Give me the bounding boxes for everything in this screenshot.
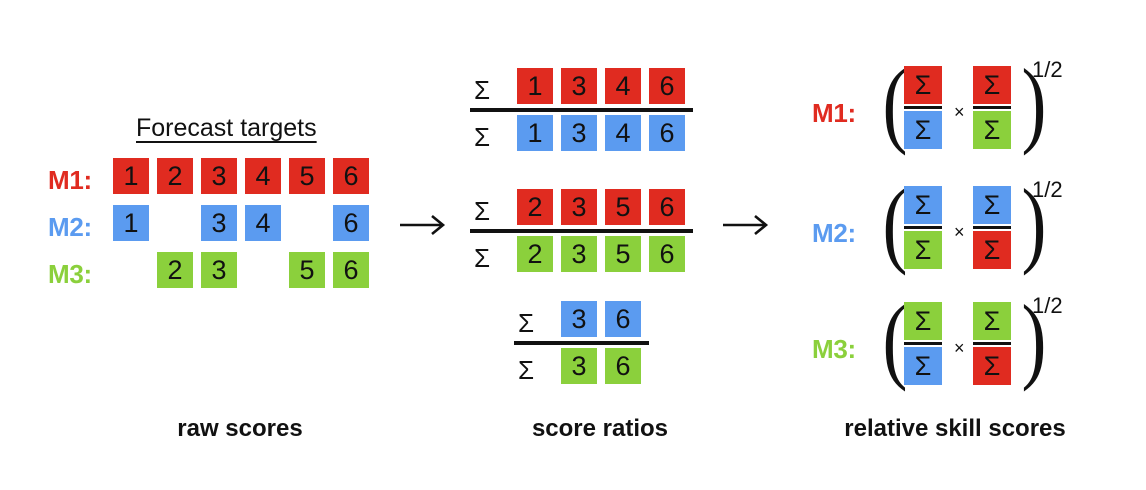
skill-m2-term1-denominator: Σ: [904, 231, 942, 269]
ratio-f3-den-2: 6: [605, 348, 641, 384]
ratio-f2-num-3: 5: [605, 189, 641, 225]
raw-cell-m1-3: 3: [201, 158, 237, 194]
caption-raw-scores: raw scores: [177, 415, 303, 442]
skill-m1-term2-bar: [973, 106, 1011, 109]
ratio-f1-num-1: 1: [517, 68, 553, 104]
arrow-right-icon-2: [722, 213, 770, 237]
ratio-f2-den-3: 5: [605, 236, 641, 272]
open-paren-m2: (: [882, 169, 908, 276]
skill-m2-term2-numerator: Σ: [973, 186, 1011, 224]
raw-cell-m2-4: 4: [245, 205, 281, 241]
row-label-m1: M1:: [48, 165, 92, 195]
sigma-f2-numerator: Σ: [474, 196, 491, 226]
sigma-f3-denominator: Σ: [518, 355, 535, 385]
raw-cell-m3-6: 6: [333, 252, 369, 288]
multiply-sign-m2: ×: [954, 222, 965, 242]
close-paren-m3: ): [1021, 285, 1047, 392]
raw-cell-m3-4: [245, 252, 281, 288]
skill-m3-term2-denominator: Σ: [973, 347, 1011, 385]
ratio-f2-num-1: 2: [517, 189, 553, 225]
ratio-f1-den-1: 1: [517, 115, 553, 151]
forecast-targets-heading: Forecast targets: [136, 114, 317, 142]
raw-cell-m2-1: 1: [113, 205, 149, 241]
close-paren-m2: ): [1021, 169, 1047, 276]
skill-m2-term2-bar: [973, 226, 1011, 229]
raw-cell-m2-5: [289, 205, 325, 241]
ratio-f1-num-2: 3: [561, 68, 597, 104]
arrow-right-icon-1: [399, 213, 447, 237]
raw-cell-m1-2: 2: [157, 158, 193, 194]
skill-m1-term2-denominator: Σ: [973, 111, 1011, 149]
ratio-f1-den-4: 6: [649, 115, 685, 151]
row-label-m2: M2:: [48, 212, 92, 242]
exponent-m1: 1/2: [1032, 57, 1063, 82]
row-label-m3: M3:: [48, 259, 92, 289]
skill-m2-term2-denominator: Σ: [973, 231, 1011, 269]
skill-m3-term1-bar: [904, 342, 942, 345]
raw-cell-m1-6: 6: [333, 158, 369, 194]
sigma-f2-denominator: Σ: [474, 243, 491, 273]
exponent-m2: 1/2: [1032, 177, 1063, 202]
skill-m3-term1-denominator: Σ: [904, 347, 942, 385]
raw-cell-m1-5: 5: [289, 158, 325, 194]
multiply-sign-m3: ×: [954, 338, 965, 358]
ratio-f3-num-1: 3: [561, 301, 597, 337]
raw-cell-m2-2: [157, 205, 193, 241]
skill-label-m1: M1:: [812, 98, 856, 128]
exponent-m3: 1/2: [1032, 293, 1063, 318]
caption-score-ratios: score ratios: [531, 415, 669, 442]
fraction-bar-1: [470, 108, 693, 112]
ratio-f1-num-4: 6: [649, 68, 685, 104]
raw-cell-m2-3: 3: [201, 205, 237, 241]
skill-label-m2: M2:: [812, 218, 856, 248]
ratio-f1-num-3: 4: [605, 68, 641, 104]
skill-m2-term1-numerator: Σ: [904, 186, 942, 224]
raw-cell-m3-2: 2: [157, 252, 193, 288]
skill-m1-term1-numerator: Σ: [904, 66, 942, 104]
open-paren-m1: (: [882, 49, 908, 156]
multiply-sign-m1: ×: [954, 102, 965, 122]
sigma-f1-numerator: Σ: [474, 75, 491, 105]
skill-m3-term1-numerator: Σ: [904, 302, 942, 340]
raw-cell-m3-5: 5: [289, 252, 325, 288]
ratio-f1-den-2: 3: [561, 115, 597, 151]
ratio-f3-num-2: 6: [605, 301, 641, 337]
skill-m1-term2-numerator: Σ: [973, 66, 1011, 104]
ratio-f2-den-1: 2: [517, 236, 553, 272]
raw-cell-m3-3: 3: [201, 252, 237, 288]
skill-m2-term1-bar: [904, 226, 942, 229]
skill-m1-term1-bar: [904, 106, 942, 109]
ratio-f2-num-2: 3: [561, 189, 597, 225]
raw-cell-m3-1: [113, 252, 149, 288]
raw-cell-m1-4: 4: [245, 158, 281, 194]
caption-relative-skill-scores: relative skill scores: [844, 415, 1066, 442]
sigma-f3-numerator: Σ: [518, 308, 535, 338]
skill-m3-term2-numerator: Σ: [973, 302, 1011, 340]
open-paren-m3: (: [882, 285, 908, 392]
fraction-bar-2: [470, 229, 693, 233]
ratio-f2-den-2: 3: [561, 236, 597, 272]
fraction-bar-3: [514, 341, 649, 345]
skill-m1-term1-denominator: Σ: [904, 111, 942, 149]
close-paren-m1: ): [1021, 49, 1047, 156]
ratio-f1-den-3: 4: [605, 115, 641, 151]
skill-m3-term2-bar: [973, 342, 1011, 345]
raw-cell-m2-6: 6: [333, 205, 369, 241]
ratio-f3-den-1: 3: [561, 348, 597, 384]
ratio-f2-den-4: 6: [649, 236, 685, 272]
ratio-f2-num-4: 6: [649, 189, 685, 225]
skill-label-m3: M3:: [812, 334, 856, 364]
sigma-f1-denominator: Σ: [474, 122, 491, 152]
raw-cell-m1-1: 1: [113, 158, 149, 194]
